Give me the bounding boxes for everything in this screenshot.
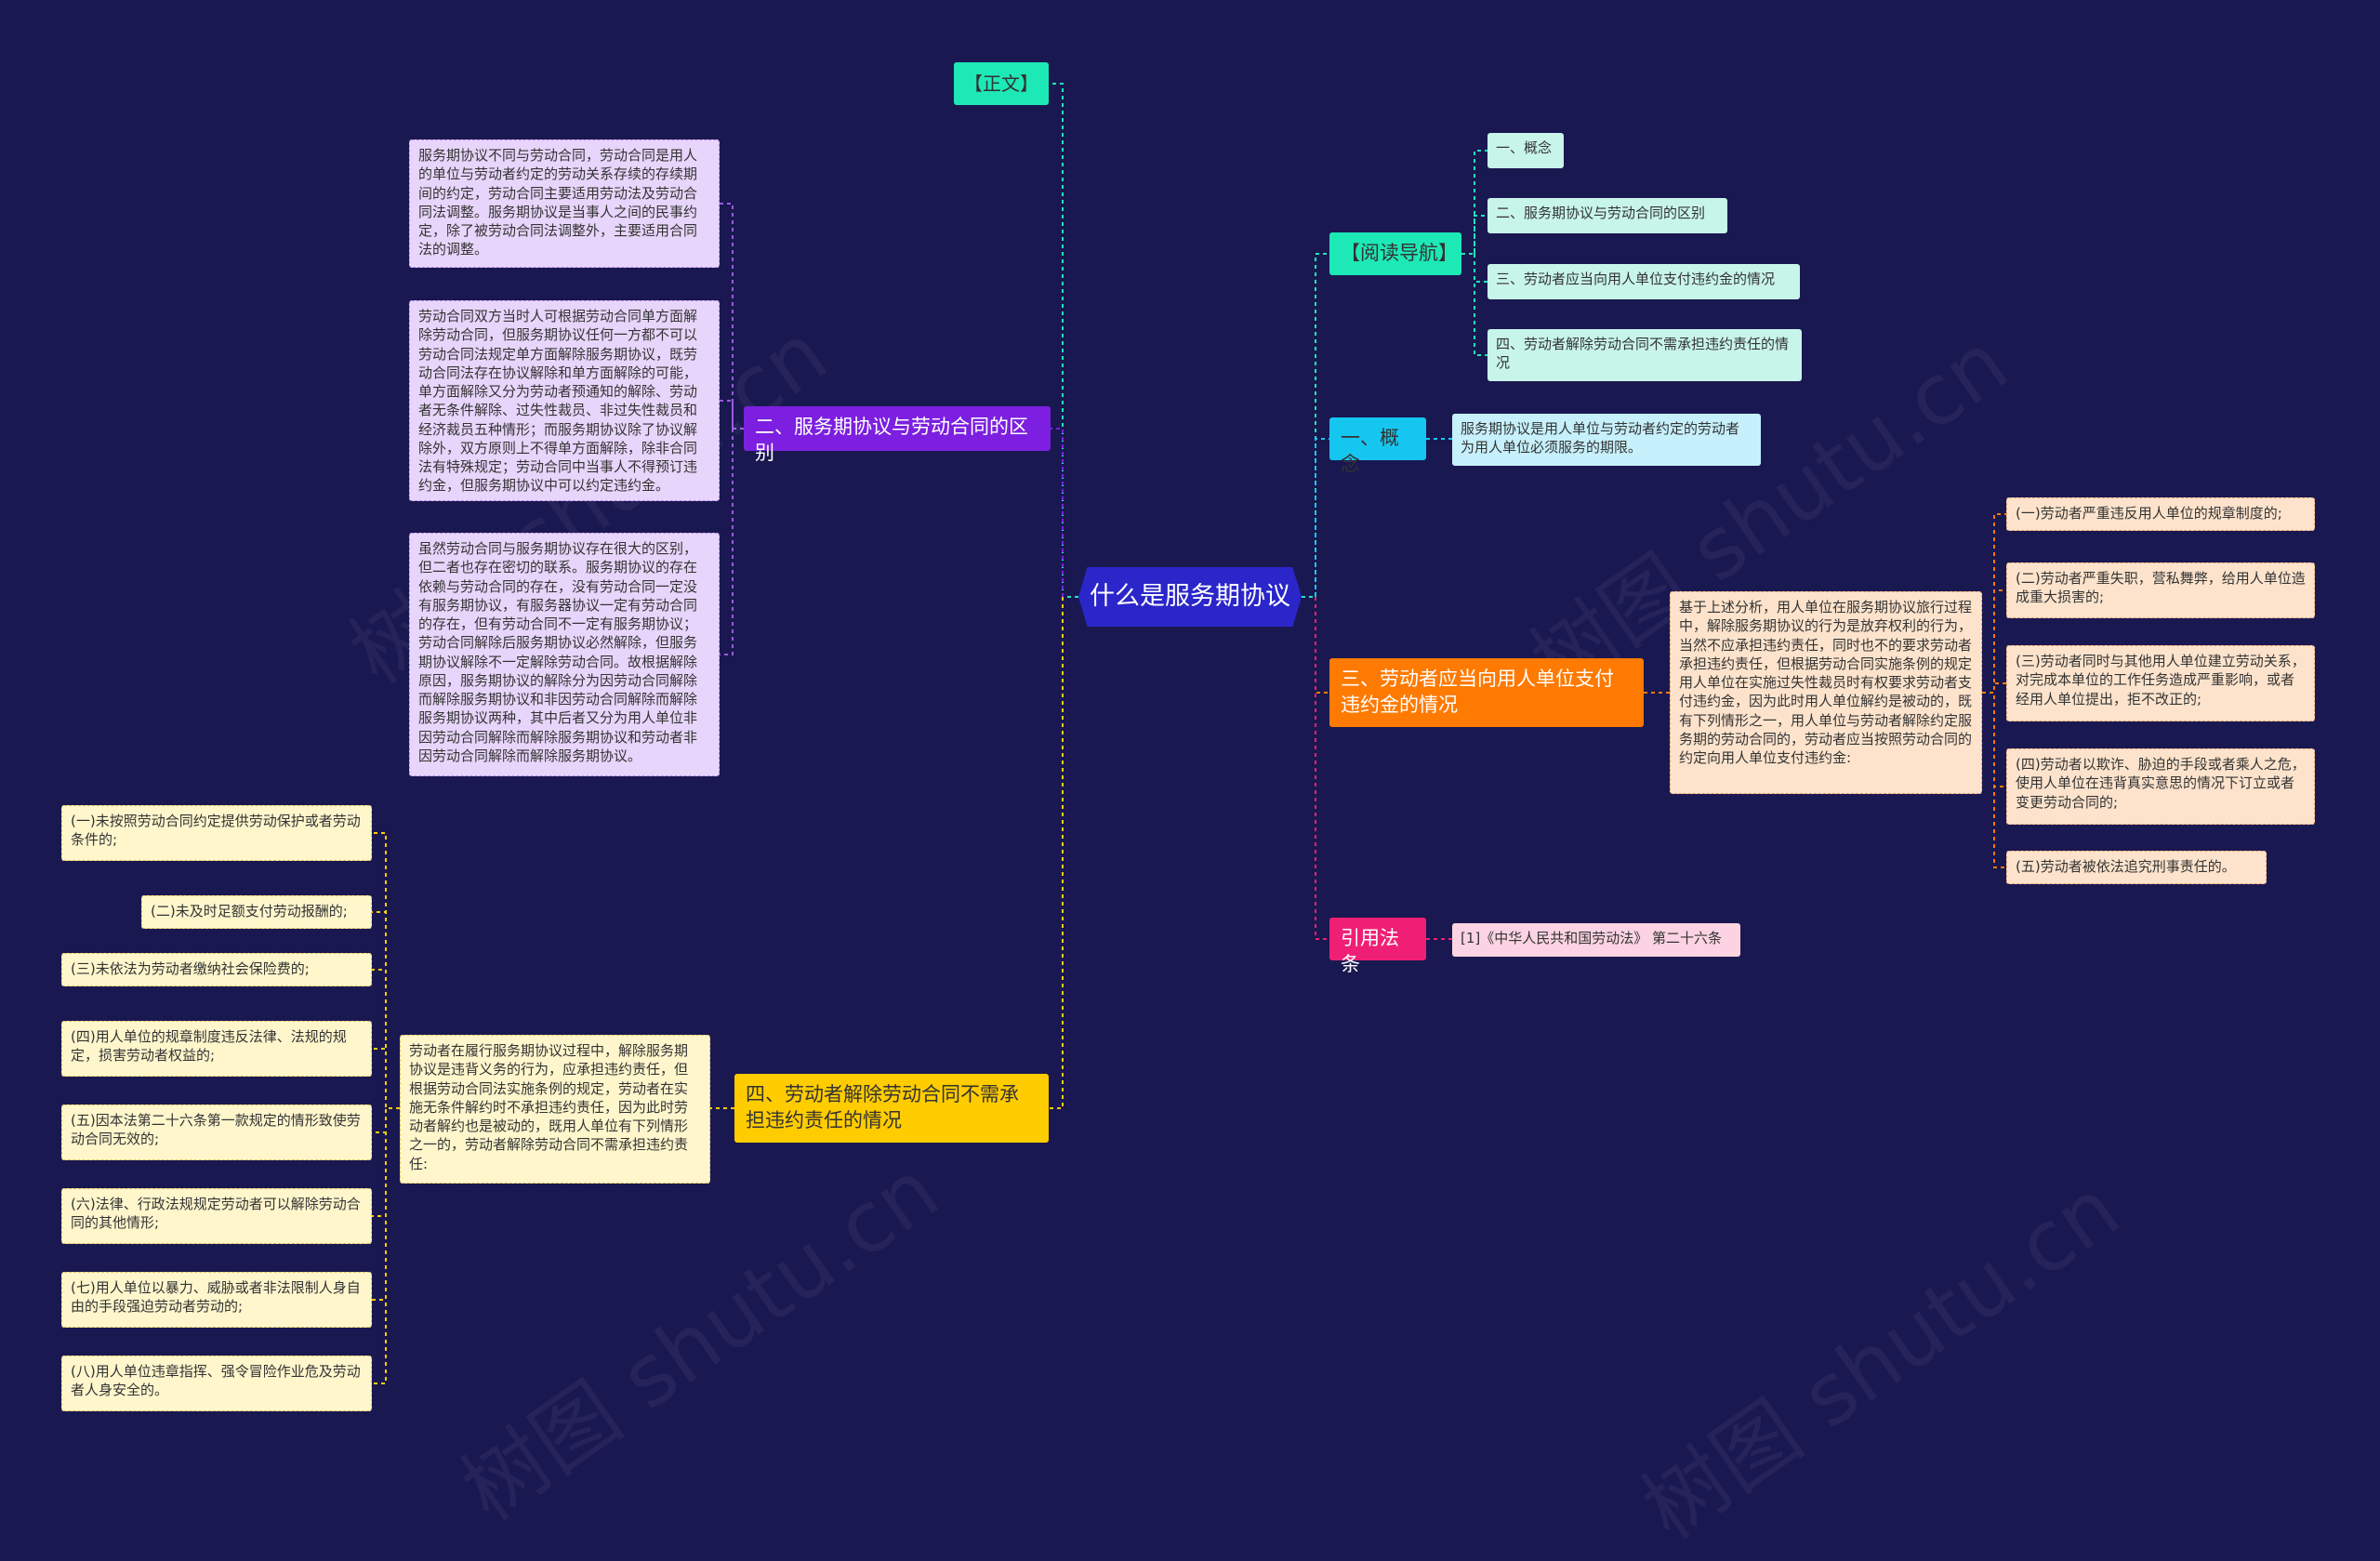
no-liability-text: 劳动者在履行服务期协议过程中，解除服务期协议是违背义务的行为，应承担违约责任，但… xyxy=(400,1035,710,1184)
mindmap-canvas: 树图 shutu.cn 树图 shutu.cn 树图 shutu.cn 树图 s… xyxy=(61,62,2315,1558)
connector xyxy=(1302,253,1329,598)
nav-item-2[interactable]: 二、服务期协议与劳动合同的区别 xyxy=(1488,198,1727,233)
no-liability-item: (四)用人单位的规章制度违反法律、法规的规定，损害劳动者权益的; xyxy=(61,1021,372,1077)
connector xyxy=(1982,589,2006,694)
no-liability-item: (六)法律、行政法规规定劳动者可以解除劳动合同的其他情形; xyxy=(61,1188,372,1244)
connector xyxy=(1315,438,1329,597)
difference-text-3: 虽然劳动合同与服务期协议存在很大的区别，但二者也存在密切的联系。服务期协议的存在… xyxy=(409,533,720,776)
connector xyxy=(1474,254,1488,283)
connector xyxy=(1474,254,1488,356)
branch-penalty[interactable]: 三、劳动者应当向用人单位支付违约金的情况 xyxy=(1329,658,1644,727)
branch-concept[interactable]: 一、概念 xyxy=(1329,417,1426,475)
connector xyxy=(720,203,744,430)
penalty-item: (一)劳动者严重违反用人单位的规章制度的; xyxy=(2006,497,2315,531)
nav-item-4[interactable]: 四、劳动者解除劳动合同不需承担违约责任的情况 xyxy=(1488,329,1802,381)
connector xyxy=(372,1107,400,1301)
connector xyxy=(720,429,734,655)
nav-item-3[interactable]: 三、劳动者应当向用人单位支付违约金的情况 xyxy=(1488,264,1800,299)
connector xyxy=(1982,692,2006,868)
connector xyxy=(1315,597,1329,940)
no-liability-item: (七)用人单位以暴力、威胁或者非法限制人身自由的手段强迫劳动者劳动的; xyxy=(61,1272,372,1328)
cited-law-text[interactable]: [1]《中华人民共和国劳动法》 第二十六条 xyxy=(1452,923,1740,957)
penalty-text: 基于上述分析，用人单位在服务期协议旅行过程中，解除服务期协议的行为是放弃权利的行… xyxy=(1670,591,1982,794)
connector xyxy=(1474,215,1488,254)
branch-cited-law[interactable]: 引用法条 xyxy=(1329,918,1426,975)
penalty-item: (五)劳动者被依法追究刑事责任的。 xyxy=(2006,851,2267,884)
connector xyxy=(720,400,734,429)
branch-no-liability[interactable]: 四、劳动者解除劳动合同不需承担违约责任的情况 xyxy=(734,1074,1049,1143)
connector xyxy=(1461,150,1488,255)
connector xyxy=(1051,428,1064,597)
center-topic[interactable]: 什么是服务期协议 xyxy=(1078,567,1302,627)
difference-text-1: 服务期协议不同与劳动合同，劳动合同是用人的单位与劳动者约定的劳动关系存续的存续期… xyxy=(409,139,720,268)
connector xyxy=(372,969,400,1109)
penalty-item: (三)劳动者同时与其他用人单位建立劳动关系，对完成本单位的工作任务造成严重影响，… xyxy=(2006,645,2315,721)
branch-difference[interactable]: 二、服务期协议与劳动合同的区别 xyxy=(744,406,1051,464)
difference-text-2: 劳动合同双方当时人可根据劳动合同单方面解除劳动合同，但服务期协议任何一方都不可以… xyxy=(409,300,720,501)
connector xyxy=(1049,597,1064,1109)
connector xyxy=(1315,597,1329,694)
nav-item-1[interactable]: 一、概念 xyxy=(1488,133,1564,168)
penalty-item: (二)劳动者严重失职，营私舞弊，给用人单位造成重大损害的; xyxy=(2006,562,2315,618)
no-liability-item: (五)因本法第二十六条第一款规定的情形致使劳动合同无效的; xyxy=(61,1105,372,1160)
connector-lines xyxy=(372,83,2006,1384)
no-liability-item: (八)用人单位违章指挥、强令冒险作业危及劳动者人身安全的。 xyxy=(61,1356,372,1411)
main-text-tag[interactable]: 【正文】 xyxy=(954,62,1049,105)
no-liability-item: (一)未按照劳动合同约定提供劳动保护或者劳动条件的; xyxy=(61,805,372,861)
no-liability-item: (二)未及时足额支付劳动报酬的; xyxy=(141,895,372,929)
concept-text: 服务期协议是用人单位与劳动者约定的劳动者为用人单位必须服务的期限。 xyxy=(1452,414,1761,466)
connector xyxy=(1982,682,2006,694)
no-liability-item: (三)未依法为劳动者缴纳社会保险费的; xyxy=(61,953,372,986)
connector xyxy=(372,1048,400,1109)
penalty-item: (四)劳动者以欺诈、胁迫的手段或者乘人之危，使用人单位在违背真实意思的情况下订立… xyxy=(2006,748,2315,825)
branch-reading-nav[interactable]: 【阅读导航】 xyxy=(1329,232,1461,275)
connector xyxy=(1982,692,2006,787)
connector xyxy=(372,1107,400,1384)
connector xyxy=(1982,513,2006,694)
connector xyxy=(1049,83,1078,598)
